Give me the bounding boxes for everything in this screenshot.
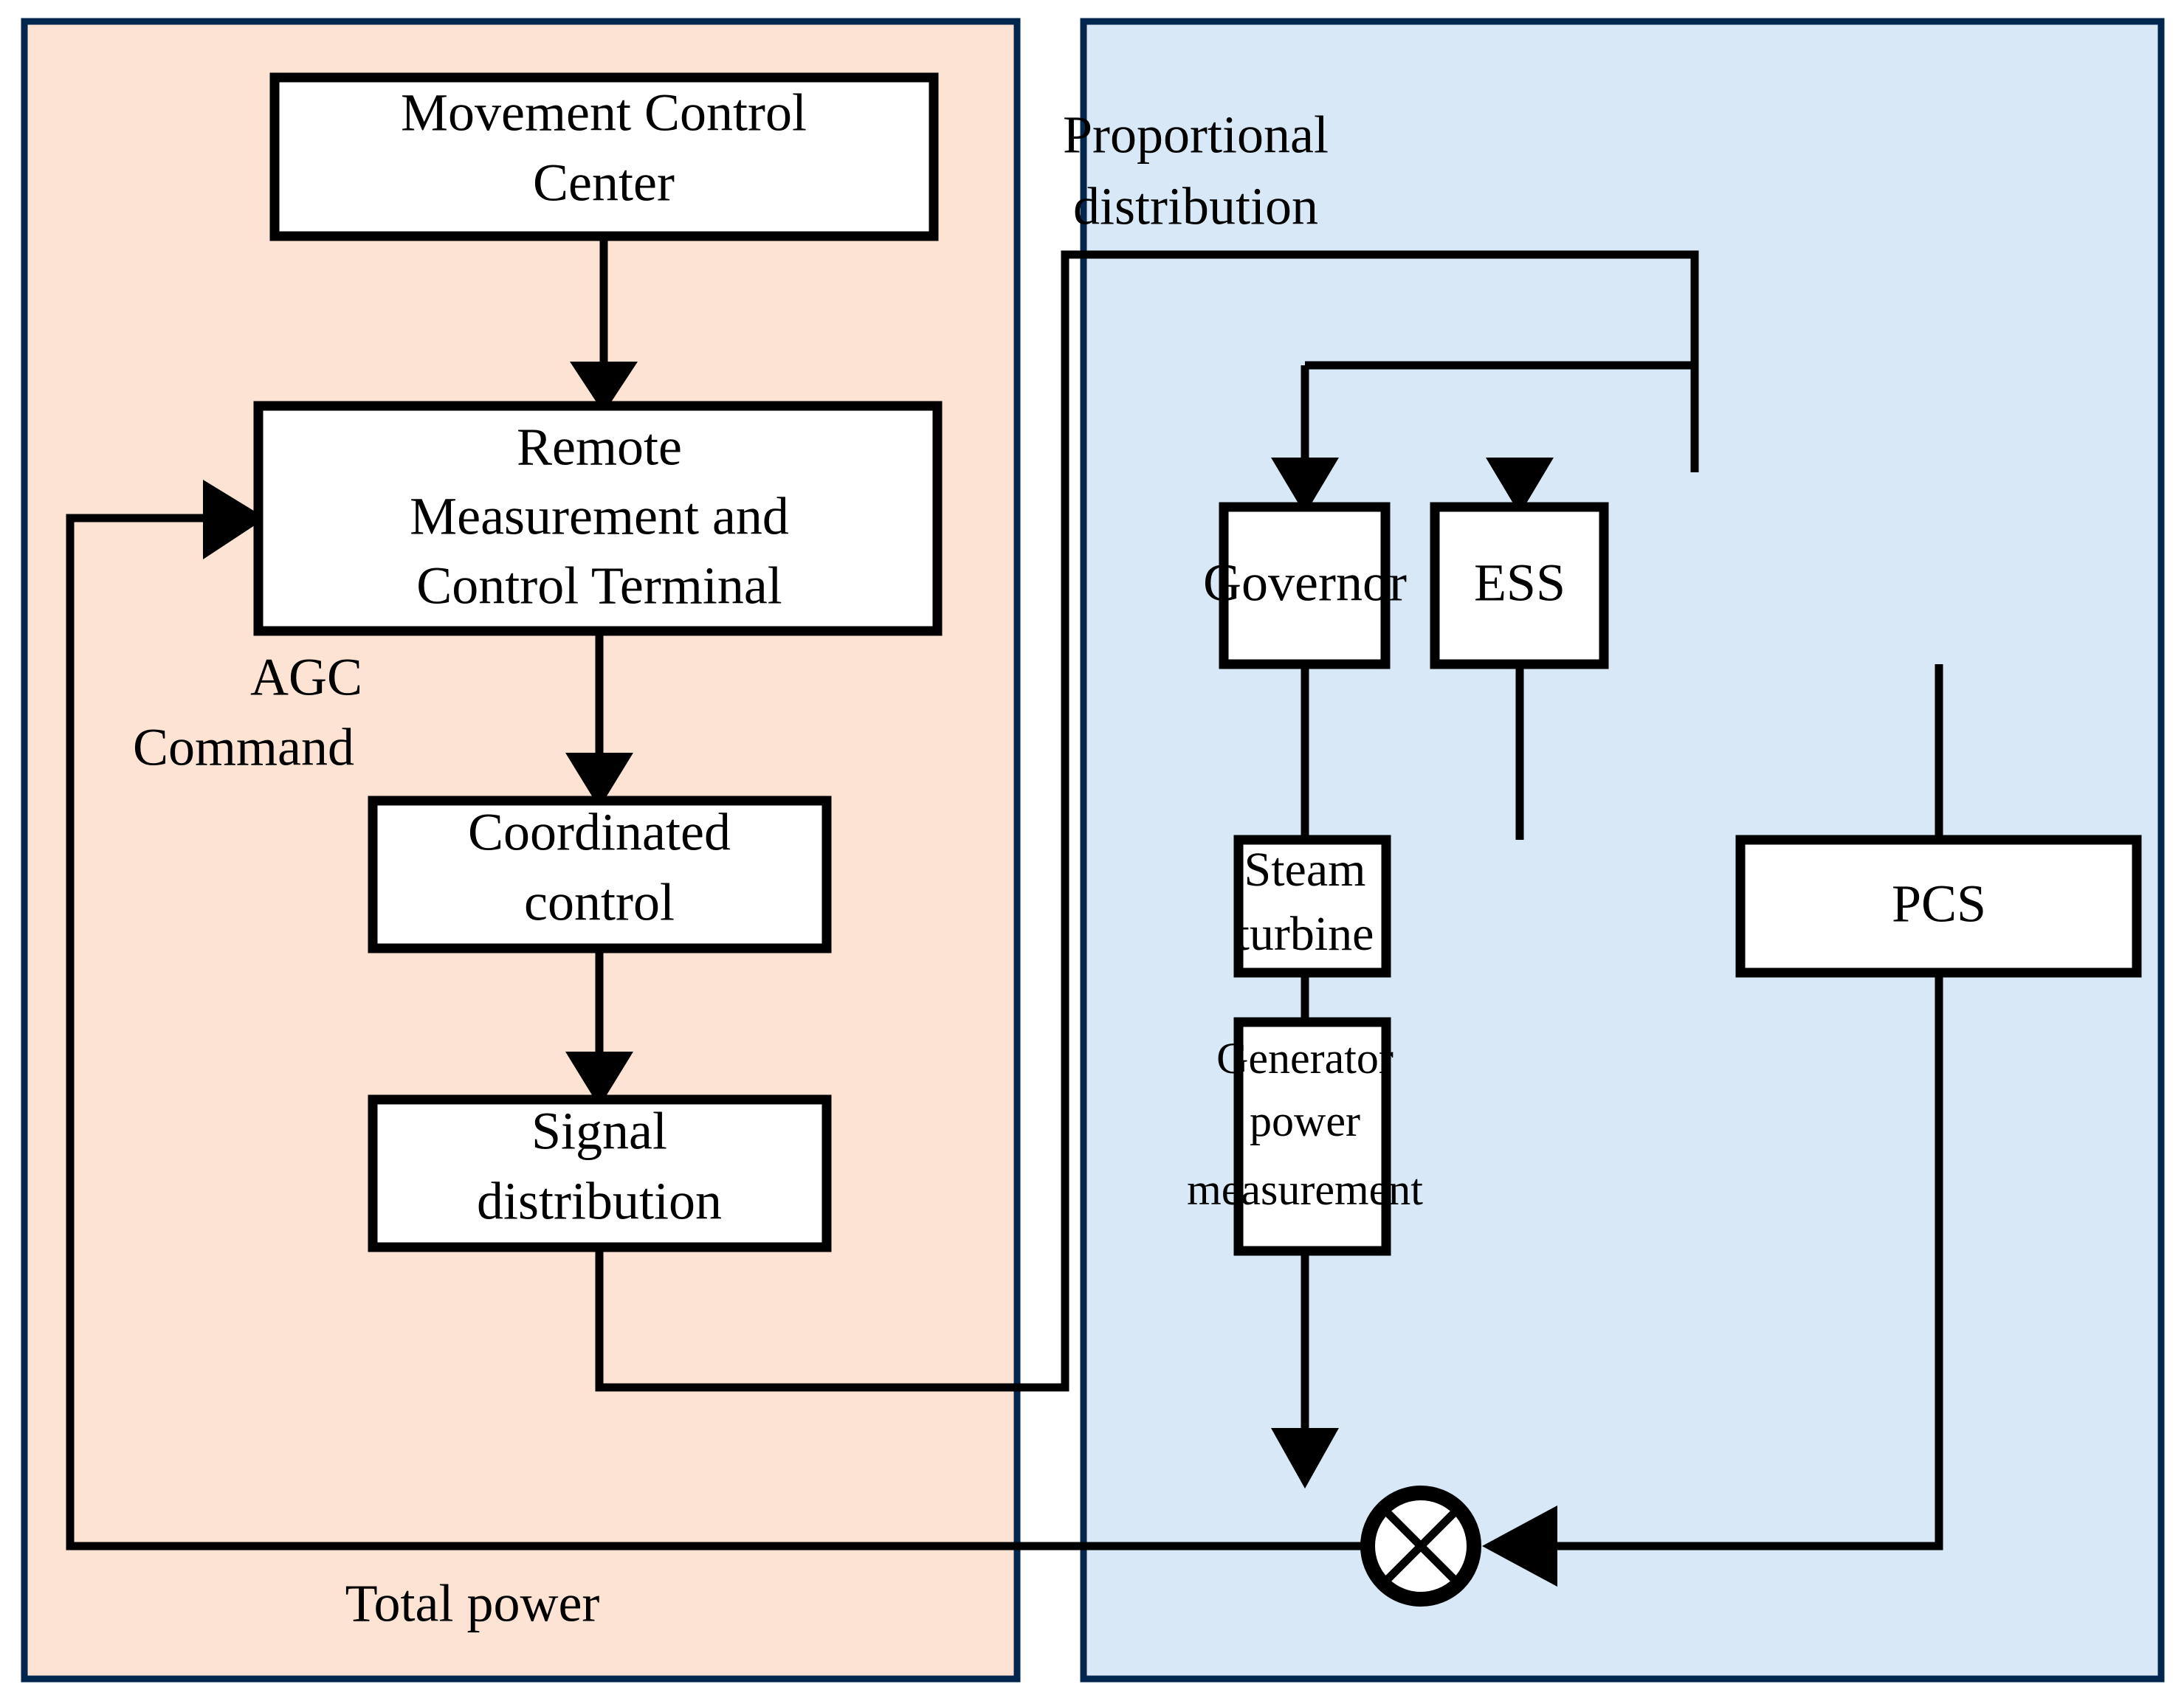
box-label-signal-distribution-line2: distribution — [477, 1172, 722, 1231]
label-proportional-distribution-line1: Proportional — [1063, 106, 1329, 165]
box-label-governor: Governor — [1203, 553, 1407, 613]
arrowhead-down-to-rmct — [570, 362, 638, 413]
box-label-gpm-line1: Generator — [1216, 1034, 1394, 1083]
label-agc-command-line1: AGC — [250, 648, 362, 707]
arrowhead-left-to-summing-junction — [1482, 1505, 1557, 1587]
box-label-signal-distribution-line1: Signal — [531, 1102, 667, 1161]
box-label-movement-control-center-line1: Movement Control — [401, 83, 807, 142]
box-steam-turbine[interactable]: Steam turbine — [1233, 835, 1391, 978]
summing-junction — [1360, 1486, 1481, 1607]
box-label-steam-turbine-line1: Steam — [1244, 843, 1366, 897]
arrowhead-down-to-summing-junction — [1271, 1428, 1339, 1489]
box-label-pcs: PCS — [1892, 875, 1986, 934]
connector-proportional-bus-split — [1301, 361, 1695, 472]
arrowhead-down-to-coordinated-control — [565, 753, 633, 808]
arrowhead-down-to-governor — [1271, 458, 1339, 514]
box-label-gpm-line2: power — [1250, 1097, 1360, 1145]
box-group: Movement Control Center Remote Measureme… — [253, 72, 2142, 1256]
box-label-coordinated-control-line1: Coordinated — [468, 803, 731, 862]
box-movement-control-center[interactable]: Movement Control Center — [269, 72, 939, 241]
connector-summing-junction-to-rmct — [66, 514, 1363, 1550]
box-coordinated-control[interactable]: Coordinated control — [368, 796, 832, 953]
box-label-movement-control-center-line2: Center — [533, 154, 675, 213]
connector-pcs-to-summing-junction — [1539, 973, 1943, 1550]
box-label-rmct-line2: Measurement and — [410, 487, 789, 546]
label-total-power: Total power — [345, 1574, 600, 1633]
box-label-rmct-line1: Remote — [517, 418, 682, 477]
arrowhead-right-to-rmct — [203, 480, 266, 559]
box-generator-power-measurement[interactable]: Generator power measurement — [1187, 1017, 1423, 1256]
box-ess[interactable]: ESS — [1430, 502, 1609, 669]
arrowhead-down-to-ess — [1486, 458, 1554, 514]
connector-signal-distribution-to-proportional-bus — [595, 250, 1699, 1392]
summing-junction-cross-2 — [1383, 1508, 1458, 1584]
box-label-steam-turbine-line2: turbine — [1236, 907, 1374, 961]
box-label-coordinated-control-line2: control — [524, 873, 675, 932]
box-signal-distribution[interactable]: Signal distribution — [368, 1094, 832, 1252]
arrowhead-group — [203, 362, 1557, 1587]
panel-group — [21, 18, 2165, 1683]
box-pcs[interactable]: PCS — [1735, 835, 2142, 978]
label-agc-command-line2: Command — [133, 718, 354, 777]
box-remote-measurement-and-control-terminal[interactable]: Remote Measurement and Control Terminal — [253, 401, 943, 636]
box-label-rmct-line3: Control Terminal — [416, 556, 782, 615]
free-label-group: AGC Command Proportional distribution To… — [133, 106, 1329, 1633]
arrowhead-down-to-signal-distribution — [565, 1052, 633, 1107]
box-label-gpm-line3: measurement — [1187, 1165, 1423, 1214]
connector-group — [66, 236, 1943, 1550]
box-governor[interactable]: Governor — [1203, 502, 1407, 669]
box-label-ess: ESS — [1474, 553, 1565, 613]
label-proportional-distribution-line2: distribution — [1073, 177, 1318, 236]
